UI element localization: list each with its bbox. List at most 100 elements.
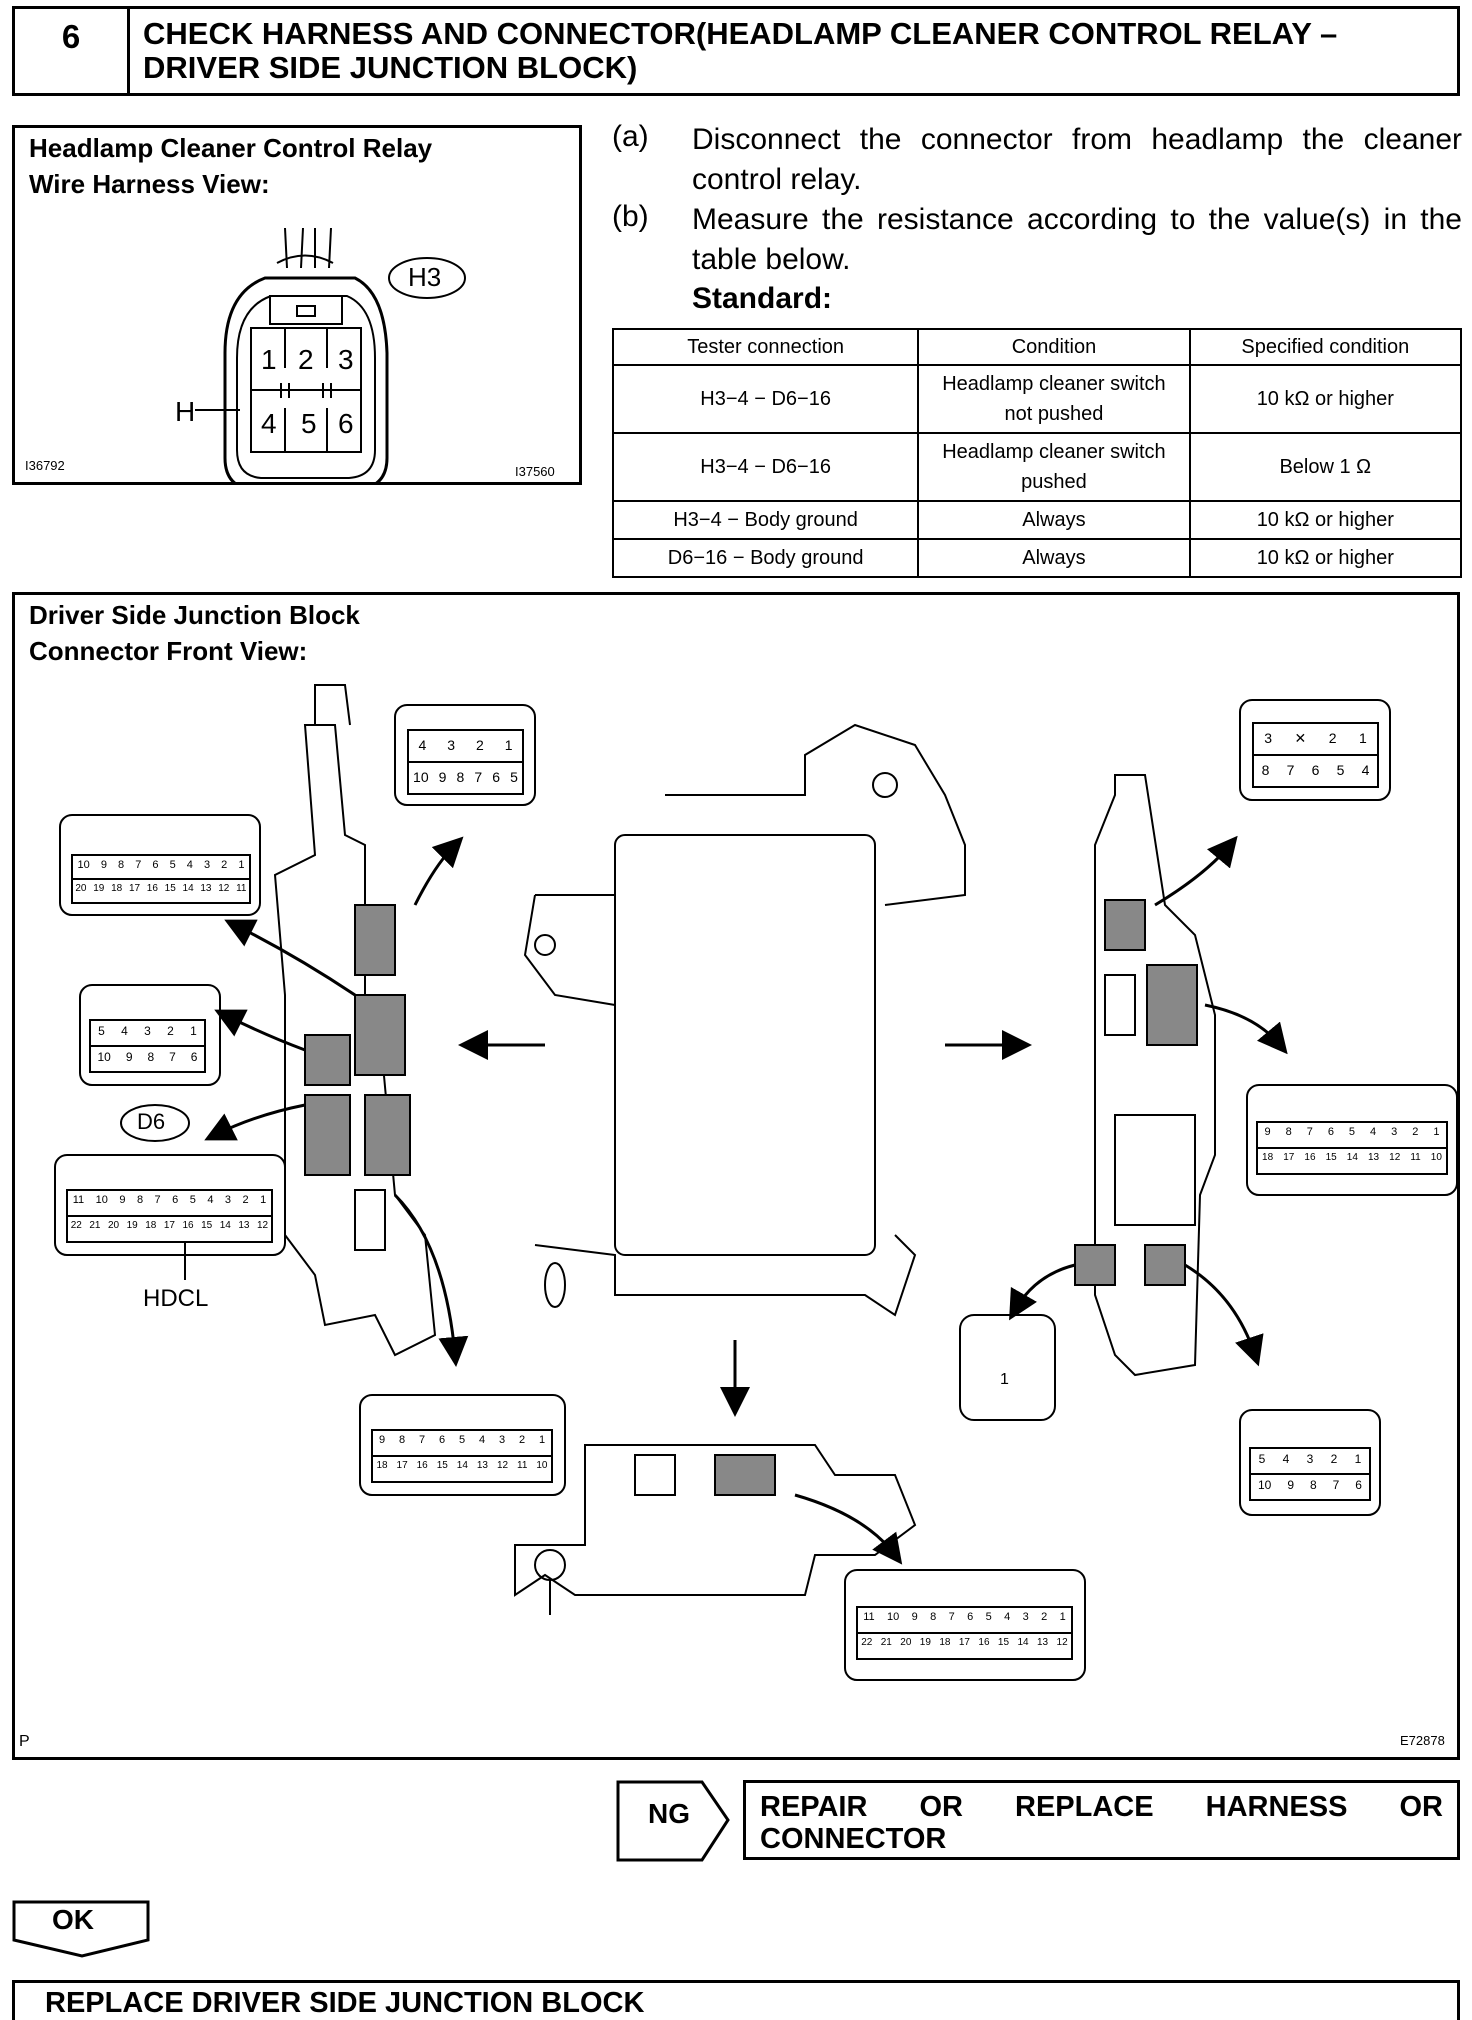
pin-label: 4 <box>1282 1452 1290 1466</box>
pin-label: 9 <box>911 1611 918 1623</box>
table-cell: Always <box>917 500 1191 540</box>
pin-label: 5 <box>1348 1126 1356 1138</box>
table-cell: 10 kΩ or higher <box>1188 538 1463 578</box>
conn-g-pin: 1 <box>1000 1371 1009 1388</box>
pin-label: 7 <box>948 1611 955 1623</box>
pin-label: 15 <box>164 883 176 894</box>
pin-label: 9 <box>1264 1126 1271 1138</box>
pin-label: 4 <box>1004 1611 1011 1623</box>
pin-label: 7 <box>1332 1478 1340 1492</box>
pin-label: 16 <box>978 1637 990 1648</box>
ok-result-text: REPLACE DRIVER SIDE JUNCTION BLOCK <box>45 1987 645 2019</box>
pin-label: 21 <box>89 1220 101 1231</box>
pin-label: 1 <box>504 737 513 753</box>
pin-label: 14 <box>1346 1152 1358 1163</box>
pin-label: 1 <box>1433 1126 1440 1138</box>
pin-label: 19 <box>93 883 105 894</box>
pin-label: 6 <box>438 1434 446 1446</box>
table-cell-line: Headlamp cleaner switch <box>942 441 1166 463</box>
pin-label: 7 <box>474 769 483 785</box>
pin-label: 5 <box>510 769 518 785</box>
table-cell: H3−4 − D6−16 <box>611 432 920 502</box>
step-title: CHECK HARNESS AND CONNECTOR(HEADLAMP CLE… <box>143 17 1447 85</box>
pin-label: 2 <box>1328 730 1337 746</box>
hdcl-label: HDCL <box>143 1285 209 1312</box>
pin-label: 3 <box>1022 1611 1029 1623</box>
spec-table: Tester connection Condition Specified co… <box>611 328 1463 578</box>
figure-corner-p: P <box>19 1733 30 1750</box>
relay-pin-2: 2 <box>298 344 314 375</box>
step-header: 6 CHECK HARNESS AND CONNECTOR(HEADLAMP C… <box>12 6 1460 96</box>
table-header-cell: Tester connection <box>611 328 920 366</box>
relay-caption-line1: Headlamp Cleaner Control Relay <box>29 133 433 163</box>
pin-label: 3 <box>144 1024 151 1038</box>
pin-label: 12 <box>496 1460 509 1471</box>
pin-label: 8 <box>118 859 125 871</box>
pin-label: 14 <box>219 1220 231 1231</box>
pin-label: 8 <box>1261 762 1270 778</box>
pin-label: 11 <box>517 1460 528 1471</box>
relay-pin-3: 3 <box>338 344 354 375</box>
pin-label: 10 <box>1257 1478 1272 1492</box>
table-cell: H3−4 − D6−16 <box>611 364 920 434</box>
relay-caption-line2: Wire Harness View: <box>29 169 270 199</box>
pin-label: 6 <box>967 1611 974 1623</box>
relay-pin-label: H <box>175 396 196 427</box>
pin-label: 5 <box>169 859 176 871</box>
pin-label: 14 <box>182 883 194 894</box>
pin-label: 8 <box>398 1434 406 1446</box>
instruction-a-line2: control relay. <box>692 163 862 196</box>
conn-a-top-pins: 4 3 2 1 <box>408 737 523 753</box>
pin-label: 2 <box>475 737 484 753</box>
pin-label: 10 <box>536 1460 548 1471</box>
standard-label: Standard: <box>692 282 833 315</box>
pin-label: 5 <box>98 1024 105 1038</box>
pin-label: 6 <box>172 1194 179 1206</box>
pin-label: 2 <box>221 859 228 871</box>
pin-label: 13 <box>200 883 212 894</box>
pin-label: 17 <box>1283 1152 1295 1163</box>
ok-tag <box>12 1900 150 1958</box>
pin-label: 4 <box>186 859 193 871</box>
pin-label: 17 <box>396 1460 408 1471</box>
relay-pin-5: 5 <box>301 408 317 439</box>
pin-label: 17 <box>958 1637 970 1648</box>
pin-label: 8 <box>456 769 465 785</box>
pin-label: 19 <box>919 1637 931 1648</box>
pin-label: 7 <box>1286 762 1295 778</box>
pin-label: 5 <box>189 1194 196 1206</box>
pin-label: 2 <box>242 1194 249 1206</box>
pin-label: 22 <box>70 1220 82 1231</box>
conn-a-bottom-pins: 10 9 8 7 6 5 <box>408 769 523 785</box>
pin-label: 3 <box>224 1194 232 1206</box>
pin-label: 18 <box>145 1220 157 1231</box>
instruction-b-line1: Measure the resistance according to the … <box>692 203 1462 236</box>
relay-connector-drawing <box>195 227 466 482</box>
figure-id: E72878 <box>1400 1733 1445 1748</box>
pin-label: 12 <box>1389 1152 1401 1163</box>
pin-label: 15 <box>201 1220 213 1231</box>
pin-label: 14 <box>1017 1637 1029 1648</box>
table-cell: Below 1 Ω <box>1188 432 1463 502</box>
table-row: D6−16 − Body ground Always 10 kΩ or high… <box>611 538 1463 578</box>
pin-label: 17 <box>163 1220 175 1231</box>
pin-label: 4 <box>121 1024 128 1038</box>
pin-label: 10 <box>413 769 429 785</box>
pin-label: 7 <box>1306 1126 1313 1138</box>
instruction-b-letter: (b) <box>612 200 649 233</box>
pin-label: 2 <box>518 1434 526 1446</box>
pin-label: 10 <box>1430 1152 1442 1163</box>
pin-label: 9 <box>125 1050 133 1064</box>
pin-label: 13 <box>476 1460 488 1471</box>
table-cell: H3−4 − Body ground <box>611 500 920 540</box>
pin-label: 5 <box>1336 762 1345 778</box>
